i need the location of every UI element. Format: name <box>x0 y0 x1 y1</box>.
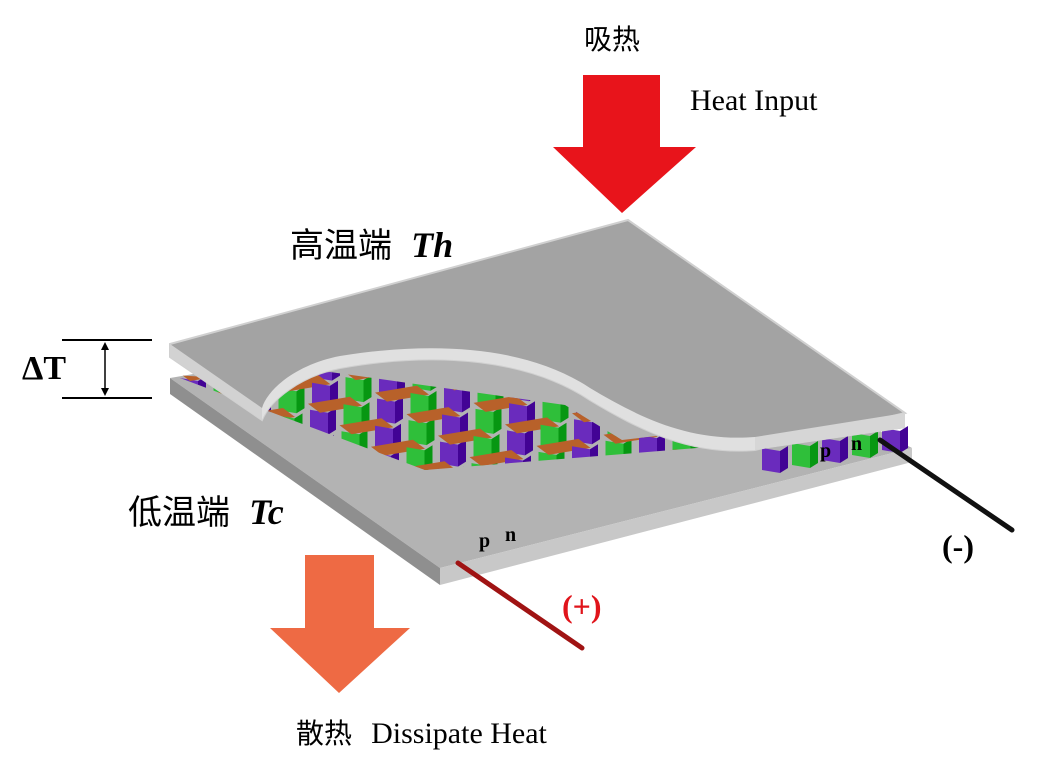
leg-side <box>785 492 793 519</box>
leg-front <box>792 443 810 468</box>
leg-side <box>819 486 827 513</box>
p-leg-label-right: p <box>820 440 831 463</box>
negative-wire <box>880 440 1012 530</box>
cold-side-cn: 低温端 <box>128 493 230 533</box>
absorb-heat-label-cn: 吸热 <box>584 18 640 58</box>
dissipate-heat-label: 散热 Dissipate Heat <box>296 712 547 752</box>
delta-t-marker <box>62 340 152 398</box>
leg-side <box>886 475 894 502</box>
cold-side-label: 低温端 Tc <box>128 485 284 534</box>
thermo-leg <box>801 486 827 513</box>
n-leg-label: n <box>505 524 516 547</box>
delta-t-label: ΔT <box>22 350 66 388</box>
leg-front <box>801 488 819 513</box>
cold-side-symbol: Tc <box>249 492 284 532</box>
leg-front <box>762 448 780 473</box>
leg-front <box>834 483 852 508</box>
n-leg-label-right: n <box>851 433 862 456</box>
leg-side <box>852 481 860 508</box>
positive-terminal-label: (+) <box>562 588 602 625</box>
hot-side-symbol: Th <box>411 225 453 265</box>
p-leg-label: p <box>479 530 490 553</box>
heat-input-arrow <box>553 75 696 213</box>
hot-side-cn: 高温端 <box>290 226 392 266</box>
leg-front <box>868 477 886 502</box>
negative-terminal-label: (-) <box>942 528 974 565</box>
hot-side-label: 高温端 Th <box>290 218 453 267</box>
thermo-leg <box>834 481 860 508</box>
heat-input-label: Heat Input <box>690 84 817 118</box>
dissipate-heat-cn: 散热 <box>296 717 352 750</box>
thermo-leg <box>868 475 894 502</box>
dissipate-heat-en: Dissipate Heat <box>371 717 547 750</box>
dissipate-heat-arrow <box>270 555 410 693</box>
